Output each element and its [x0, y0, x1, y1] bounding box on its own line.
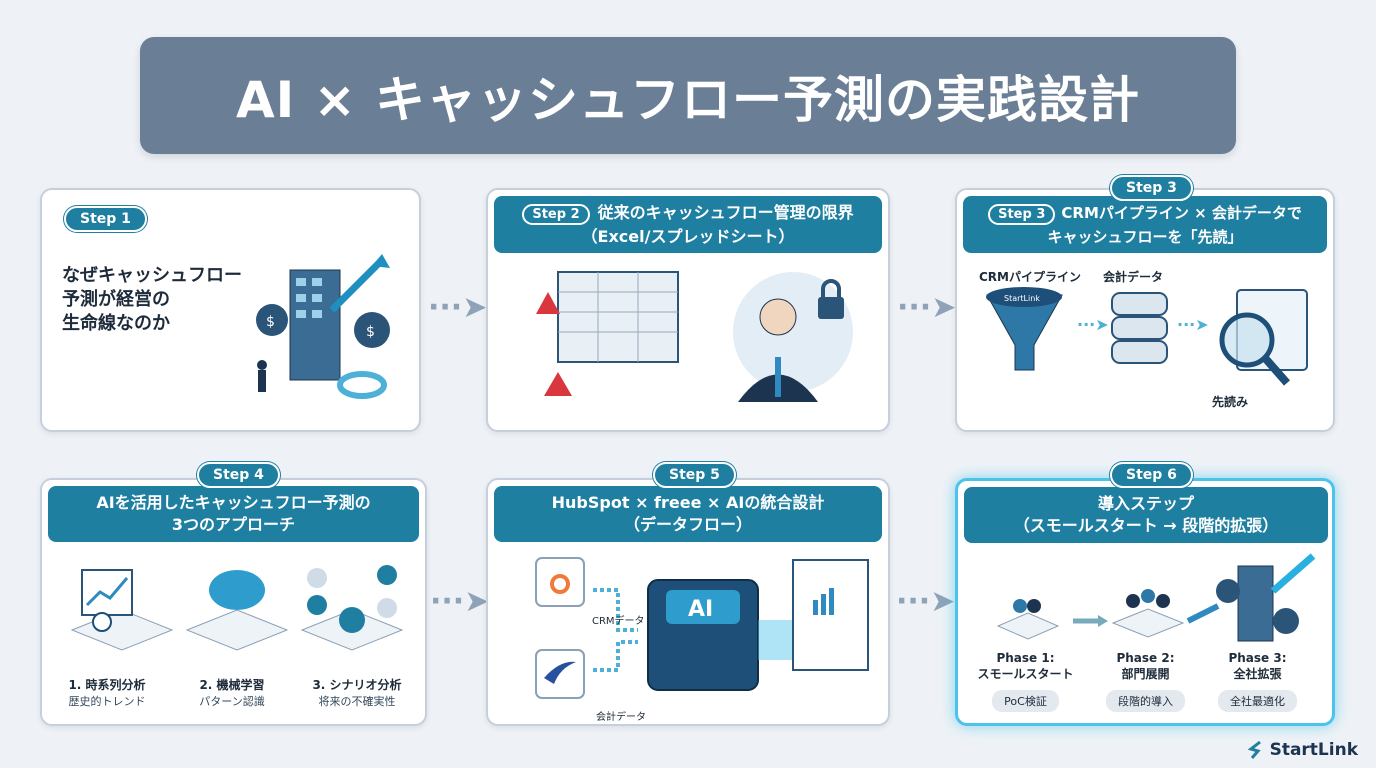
approach-title: 1. 時系列分析 [68, 678, 146, 692]
accounting-data-label: 会計データ [1103, 270, 1164, 284]
step2-header: Step 2 従来のキャッシュフロー管理の限界 （Excel/スプレッドシート） [494, 196, 882, 253]
approach-2: 2. 機械学習パターン認識 [177, 676, 287, 709]
flow-arrow-icon: ···➤ [428, 290, 488, 325]
building-growth-illustration: $ $ [256, 254, 390, 399]
approach-sub: 将来の不確実性 [318, 695, 396, 708]
step4-header: AIを活用したキャッシュフロー予測の 3つのアプローチ [48, 486, 419, 542]
step1-card: Step 1 なぜキャッシュフロー 予測が経営の 生命線なのか $ $ [40, 188, 421, 432]
crm-data-label: CRMデータ [592, 616, 645, 627]
approach-3: 3. シナリオ分析将来の不確実性 [297, 676, 417, 709]
funnel-logo-text: StartLink [1004, 294, 1040, 303]
svg-text:$: $ [366, 324, 375, 340]
heading-line: （スモールスタート → 段階的拡張） [1013, 516, 1279, 535]
heading-line: HubSpot × freee × AIの統合設計 [551, 493, 825, 512]
step1-badge: Step 1 [64, 206, 147, 232]
phase-title: Phase 3: [1228, 651, 1287, 665]
spreadsheet-stress-illustration [536, 271, 853, 402]
brand-logo: StartLink [1247, 740, 1358, 760]
svg-text:···➤: ···➤ [1177, 315, 1209, 334]
phase-name: スモールスタート [977, 667, 1074, 681]
heading-line: 従来のキャッシュフロー管理の限界 [597, 202, 854, 222]
three-approaches-illustration [70, 565, 404, 651]
brand-name: StartLink [1269, 740, 1358, 760]
approach-title: 3. シナリオ分析 [312, 678, 402, 692]
approach-title: 2. 機械学習 [199, 678, 265, 692]
step5-header: HubSpot × freee × AIの統合設計 （データフロー） [494, 486, 882, 542]
phase-name: 部門展開 [1121, 667, 1170, 681]
step3-badge: Step 3 [1110, 175, 1193, 201]
approach-1: 1. 時系列分析歴史的トレンド [52, 676, 162, 709]
step2-card: Step 2 従来のキャッシュフロー管理の限界 （Excel/スプレッドシート） [486, 188, 890, 432]
step5-card: HubSpot × freee × AIの統合設計 （データフロー） AI CR… [486, 478, 890, 726]
ai-cube-label: AI [688, 597, 713, 622]
phase-title: Phase 1: [996, 651, 1055, 665]
step4-badge: Step 4 [197, 462, 280, 488]
phase-3: Phase 3: 全社拡張 全社最適化 [1200, 651, 1315, 712]
phase-name: 全社拡張 [1233, 667, 1282, 681]
heading-line: 導入ステップ [1097, 494, 1194, 513]
heading-line: 生命線なのか [62, 313, 170, 334]
crm-pipeline-label: CRMパイプライン [979, 270, 1081, 284]
step1-heading: なぜキャッシュフロー 予測が経営の 生命線なのか [62, 264, 242, 336]
heading-line: CRMパイプライン × 会計データで [1061, 203, 1302, 222]
svg-text:···➤: ···➤ [1077, 315, 1109, 334]
hubspot-icon [535, 557, 585, 607]
step4-card: AIを活用したキャッシュフロー予測の 3つのアプローチ 1. 時系列分析歴史的ト… [40, 478, 427, 726]
step3-card: Step 3 CRMパイプライン × 会計データで キャッシュフローを「先読」 C… [955, 188, 1335, 432]
heading-line: 3つのアプローチ [171, 515, 296, 534]
step2-badge: Step 2 [522, 203, 590, 225]
step6-card: 導入ステップ （スモールスタート → 段階的拡張） Phase 1: スモールス… [955, 478, 1335, 726]
step3-header: Step 3 CRMパイプライン × 会計データで キャッシュフローを「先読」 [963, 196, 1327, 253]
freee-icon [535, 649, 585, 699]
startlink-logo-icon [1247, 740, 1261, 759]
heading-line: AIを活用したキャッシュフロー予測の [96, 493, 371, 512]
step3-inner-badge: Step 3 [988, 203, 1056, 225]
step6-header: 導入ステップ （スモールスタート → 段階的拡張） [964, 487, 1328, 543]
data-flow-illustration: AI [535, 557, 869, 699]
heading-line: なぜキャッシュフロー [62, 265, 242, 286]
phase-2: Phase 2: 部門展開 段階的導入 [1088, 651, 1203, 712]
accounting-data-label: 会計データ [596, 712, 646, 723]
heading-line: 予測が経営の [62, 289, 170, 310]
heading-line: （データフロー） [623, 515, 752, 534]
step5-badge: Step 5 [653, 462, 736, 488]
page-title: AI × キャッシュフロー予測の実践設計 [140, 37, 1236, 154]
flow-arrow-icon: ···➤ [430, 584, 490, 619]
crm-to-forecast-illustration: StartLink ···➤ ···➤ [986, 287, 1308, 386]
phase-growth-illustration [996, 553, 1316, 642]
phase-1: Phase 1: スモールスタート PoC検証 [968, 651, 1083, 712]
forecast-label: 先読み [1212, 395, 1249, 409]
flow-arrow-icon: ···➤ [896, 584, 956, 619]
phase-tag: 段階的導入 [1106, 690, 1185, 712]
phase-tag: 全社最適化 [1218, 690, 1297, 712]
step6-badge: Step 6 [1110, 462, 1193, 488]
approach-sub: パターン認識 [199, 695, 265, 708]
svg-text:$: $ [266, 314, 275, 330]
heading-line: キャッシュフローを「先読」 [1047, 227, 1243, 246]
phase-tag: PoC検証 [992, 690, 1059, 712]
approach-sub: 歴史的トレンド [68, 695, 146, 708]
heading-line: （Excel/スプレッドシート） [581, 226, 795, 246]
phase-title: Phase 2: [1116, 651, 1175, 665]
flow-arrow-icon: ···➤ [897, 290, 957, 325]
